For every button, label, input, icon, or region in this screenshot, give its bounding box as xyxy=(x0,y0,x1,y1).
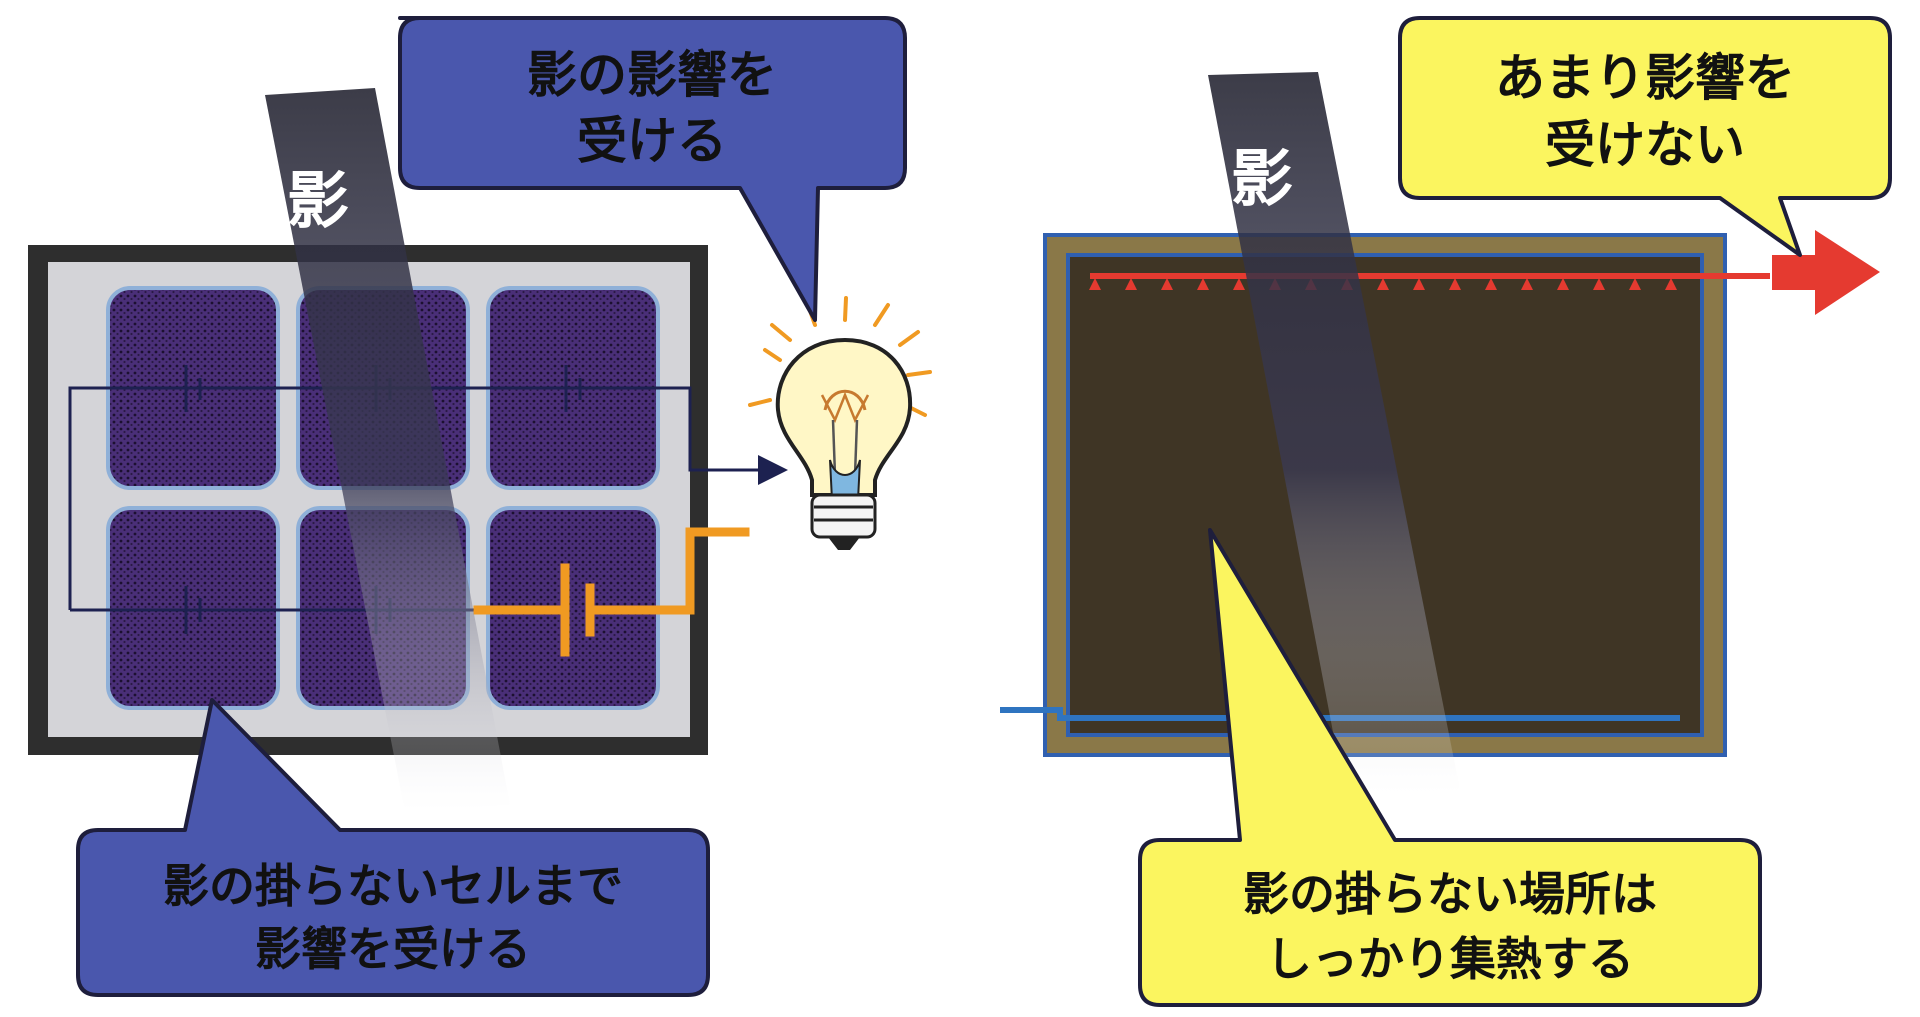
callout-text-line: あまり影響を xyxy=(1495,49,1795,107)
callout-text-line: 受ける xyxy=(577,112,727,170)
shadow-band xyxy=(265,88,510,812)
pv-cell xyxy=(106,506,280,710)
callout-pv-affected: 影の影響を 受ける xyxy=(398,16,907,322)
callout-text-line: 影の掛らないセルまで xyxy=(163,859,623,913)
callout-text-line: しっかり集熱する xyxy=(1266,932,1634,986)
pv-panel-section: 影 xyxy=(28,16,932,997)
callout-thermal-less-affected: あまり影響を 受けない xyxy=(1398,16,1892,257)
pv-shaded-circuit xyxy=(473,527,750,657)
callout-text-line: 受けない xyxy=(1545,116,1745,174)
arrow-right-icon xyxy=(758,455,788,485)
shadow-label: 影 xyxy=(1231,142,1293,215)
callout-pv-unshaded-cells: 影の掛らないセルまで 影響を受ける xyxy=(76,698,710,997)
callout-thermal-unshaded-collect: 影の掛らない場所は しっかり集熱する xyxy=(1138,528,1762,1007)
arrow-right-icon xyxy=(1772,230,1880,315)
thermal-collector-section: 影 あまり影響を 受けない 影の掛らない場所は しっかり集熱する xyxy=(1000,16,1892,1007)
callout-text-line: 影響を受ける xyxy=(255,922,531,976)
shadow-label: 影 xyxy=(287,164,349,237)
callout-text-line: 影の掛らない場所は xyxy=(1243,867,1657,921)
light-bulb-icon xyxy=(748,296,932,550)
callout-text-line: 影の影響を xyxy=(527,46,777,104)
collector-tubes xyxy=(1093,285,1673,715)
shadow-band xyxy=(1208,72,1460,795)
